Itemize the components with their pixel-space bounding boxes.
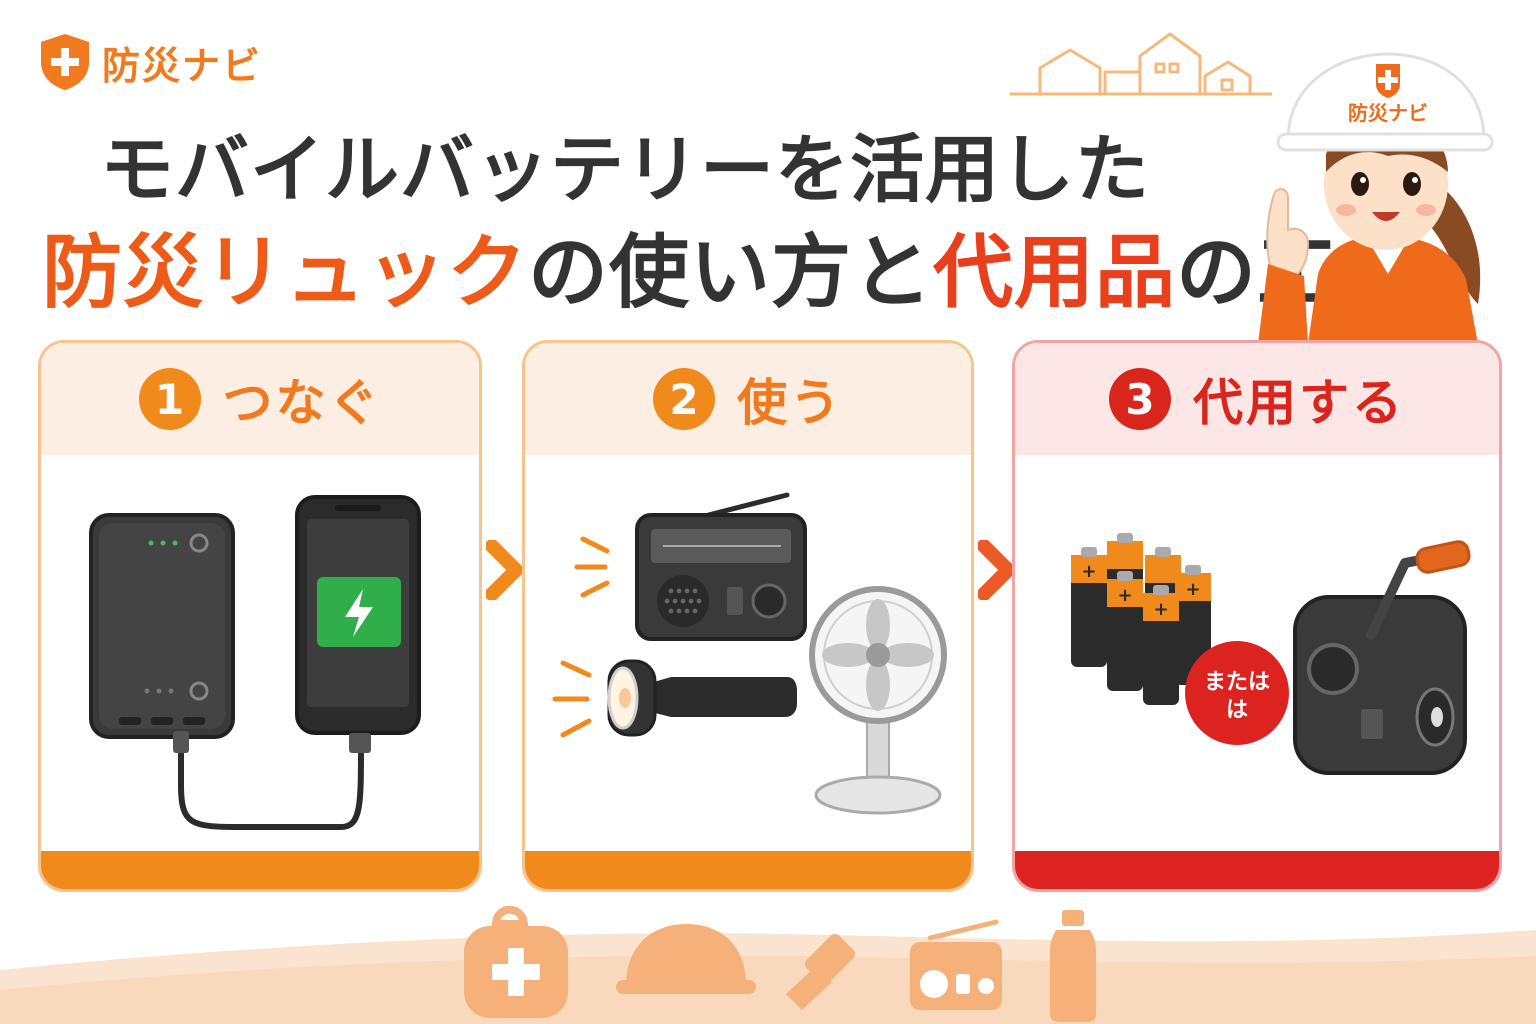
- or-badge: [1185, 641, 1289, 745]
- brand-logo: 防災ナビ: [38, 30, 262, 94]
- step-title: つなぐ: [222, 374, 382, 432]
- step-title: 代用する: [1193, 374, 1405, 432]
- title-highlight-backpack: 防災リュック: [42, 226, 528, 319]
- power-bank-icon: [89, 513, 235, 753]
- step-card-use: 2 使う: [522, 340, 974, 892]
- step-card-substitute: 3 代用する + + + +: [1012, 340, 1502, 892]
- water-bottle-icon: [1050, 910, 1096, 1022]
- title-text-usage: の使い方と: [528, 226, 933, 319]
- radio-icon: [910, 919, 1002, 1010]
- mascot-illustration: 防災ナビ: [1258, 52, 1494, 344]
- step-card-header: 2 使う: [525, 343, 971, 455]
- fan-icon: [809, 586, 947, 815]
- title-line-2: 防災リュックの使い方と代用品の工夫: [42, 208, 1419, 324]
- step-title: 使う: [737, 374, 843, 432]
- substitute-illustration: + + + + または は: [1071, 533, 1471, 775]
- use-illustration: [552, 492, 947, 815]
- flashlight-icon: [786, 933, 856, 1010]
- chevron-right-icon: [978, 540, 1015, 600]
- step-number-badge: 3: [1109, 368, 1171, 430]
- smartphone-icon: [295, 495, 421, 753]
- svg-text:+: +: [1117, 585, 1132, 606]
- helmet-text: 防災ナビ: [1348, 101, 1428, 125]
- step-card-header: 3 代用する: [1015, 343, 1499, 455]
- title-line-1: モバイルバッテリーを活用した: [100, 127, 1150, 213]
- svg-text:+: +: [1185, 579, 1200, 600]
- step-card-footer: [1015, 851, 1499, 889]
- step-card-header: 1 つなぐ: [41, 343, 479, 455]
- backpack-icon: [464, 905, 568, 1018]
- brand-name: 防災ナビ: [102, 43, 263, 88]
- or-badge-line2: は: [1226, 698, 1248, 723]
- step-number-badge: 1: [138, 368, 201, 430]
- flashlight-icon: [607, 659, 797, 737]
- title-highlight-substitute: 代用品: [933, 226, 1176, 319]
- chevron-right-icon: [486, 540, 523, 600]
- bottom-icons: [464, 905, 1096, 1022]
- step-number-badge: 2: [653, 368, 715, 430]
- svg-text:+: +: [1153, 599, 1168, 620]
- hand-crank-light-icon: [1293, 540, 1471, 775]
- battery-icon: + + + +: [1071, 533, 1211, 705]
- step-card-footer: [525, 851, 971, 889]
- step-card-footer: [41, 851, 479, 889]
- or-badge-line1: または: [1204, 670, 1270, 695]
- helmet-icon: [616, 924, 756, 994]
- house-icon: [1010, 32, 1272, 96]
- connect-illustration: [89, 495, 421, 830]
- shield-plus-icon: [41, 34, 89, 90]
- step-card-connect: 1 つなぐ: [38, 340, 482, 892]
- radio-icon: [635, 492, 807, 641]
- svg-text:+: +: [1081, 561, 1096, 582]
- bottom-wave: [0, 930, 1536, 1024]
